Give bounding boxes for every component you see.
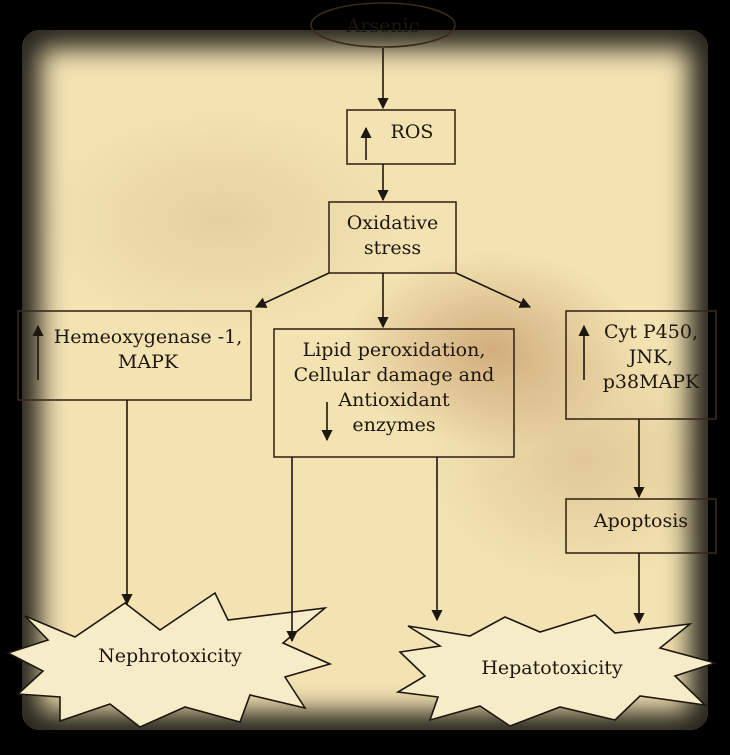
lipid-line-4: enzymes: [352, 414, 436, 436]
apoptosis-label: Apoptosis: [593, 510, 689, 532]
hepatotoxicity-burst: [395, 614, 718, 727]
heme-line-1: Hemeoxygenase -1,: [53, 326, 243, 348]
hemeoxygenase-box: [17, 310, 252, 401]
nephrotoxicity-label: Nephrotoxicity: [98, 645, 242, 667]
ros-label: ROS: [390, 121, 434, 143]
lipid-line-2: Cellular damage and: [293, 364, 495, 386]
cyt-line-3: p38MAPK: [602, 371, 700, 393]
apoptosis-box: [565, 498, 717, 554]
arrow-oxidative-cyt: [455, 272, 532, 308]
cyt-line-1: Cyt P450,: [603, 321, 699, 343]
arsenic-label: Arsenic: [346, 15, 420, 37]
lipid-peroxidation-label: Lipid peroxidation, Cellular damage and …: [274, 338, 514, 438]
oxidative-line-1: Oxidative: [346, 212, 439, 234]
oxidative-line-2: stress: [363, 237, 422, 259]
heme-line-2: MAPK: [117, 351, 179, 373]
oxidative-stress-label: Oxidative stress: [329, 211, 456, 261]
cyt-line-2: JNK,: [628, 346, 674, 368]
cyt-p450-box: [565, 310, 717, 420]
cyt-p450-label: Cyt P450, JNK, p38MAPK: [592, 320, 710, 395]
oxidative-stress-box: [328, 201, 457, 274]
arrow-oxidative-heme: [254, 272, 330, 308]
arsenic-node: [310, 2, 456, 48]
hemeoxygenase-label: Hemeoxygenase -1, MAPK: [48, 325, 248, 375]
ros-box: [346, 109, 456, 165]
lipid-line-3: Antioxidant: [338, 389, 450, 411]
lipid-line-1: Lipid peroxidation,: [302, 339, 486, 361]
lipid-peroxidation-box: [273, 328, 515, 458]
nephrotoxicity-burst: [5, 591, 333, 728]
hepatotoxicity-label: Hepatotoxicity: [481, 657, 623, 679]
